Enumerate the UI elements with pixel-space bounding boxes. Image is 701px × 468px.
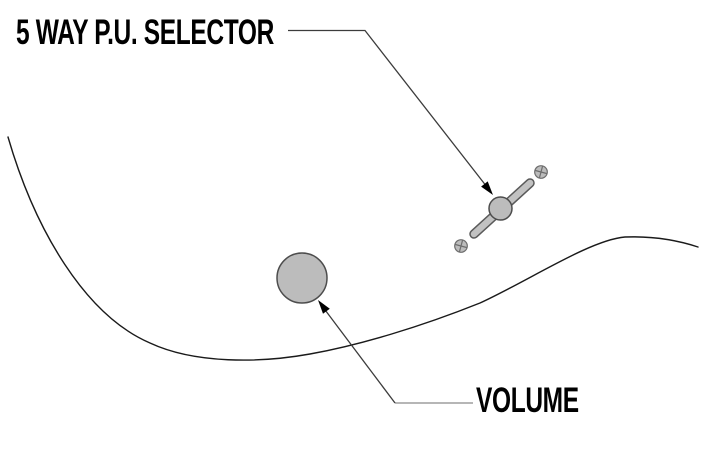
volume-arrowhead-icon <box>318 300 330 314</box>
pickup-selector-switch <box>454 165 548 253</box>
selector-leader-line <box>288 29 488 188</box>
selector-label: 5 WAY P.U. SELECTOR <box>16 13 274 52</box>
selector-arrowhead-icon <box>481 181 493 195</box>
screw-cross-icon <box>454 239 468 253</box>
volume-leader-line-diagonal <box>324 310 396 404</box>
selector-pivot <box>488 196 513 221</box>
volume-label: VOLUME <box>476 381 579 420</box>
volume-knob <box>276 252 328 304</box>
screw-icon <box>454 239 468 253</box>
screw-cross-icon <box>534 165 548 179</box>
guitar-body-outline <box>7 136 699 361</box>
screw-icon <box>534 165 548 179</box>
